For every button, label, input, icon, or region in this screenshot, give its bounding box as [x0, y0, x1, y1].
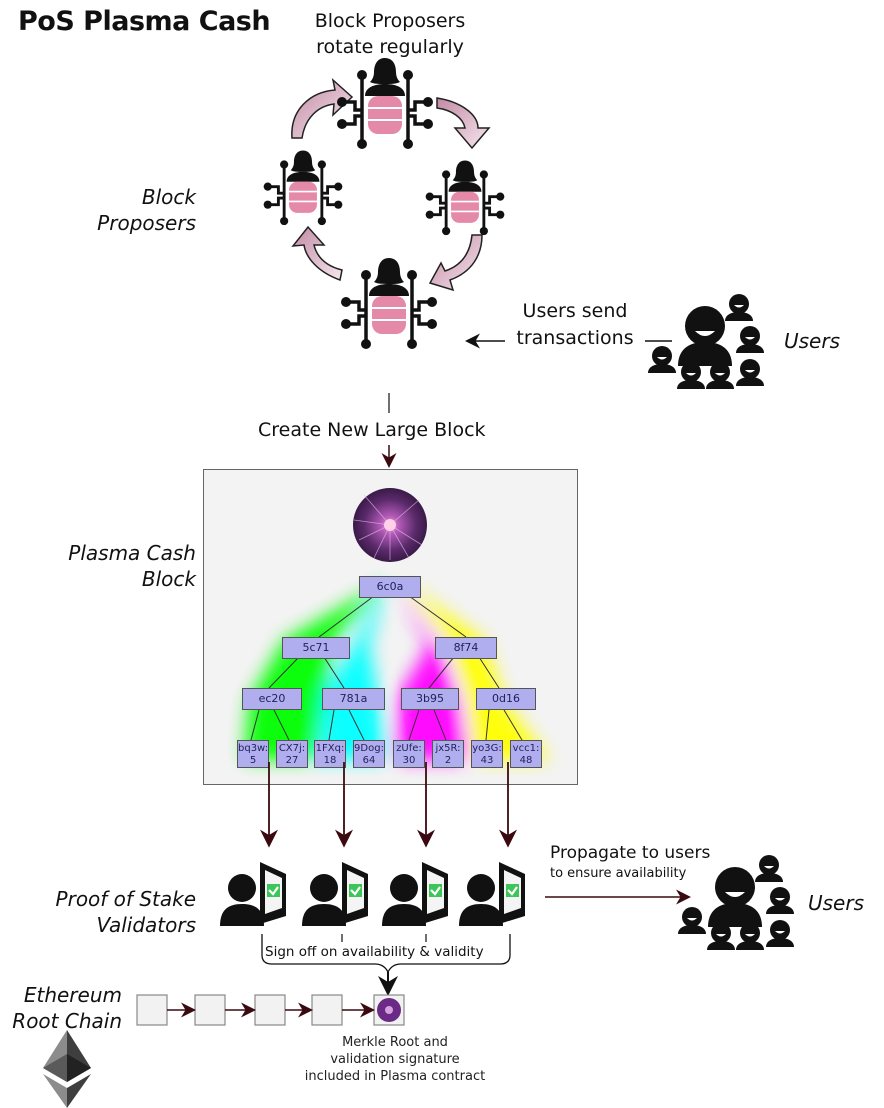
ethereum-root-chain-line2: Root Chain	[12, 1009, 122, 1033]
rotation-arrow-bottom-left	[291, 225, 343, 282]
ethereum-root-chain-label: Ethereum Root Chain	[0, 982, 122, 1034]
leaf-id: vcc1:	[512, 743, 540, 754]
pos-validators-label-line2: Validators	[96, 913, 196, 937]
block-proposer-server-icon	[262, 149, 344, 227]
glow-cyan	[319, 580, 389, 760]
glow-magenta	[394, 580, 469, 760]
tree-node-l1-0: 5c71	[282, 637, 350, 659]
leaf-id: 9Dog:	[354, 743, 384, 754]
tree-leaf: 1FXq:18	[314, 740, 346, 768]
leaf-value: 30	[402, 755, 416, 766]
merkle-root-caption: Merkle Root and validation signature inc…	[270, 1034, 520, 1085]
tree-node-l1-1: 8f74	[435, 637, 497, 659]
leaf-value: 27	[285, 755, 299, 766]
sign-off-brace	[261, 934, 511, 974]
tree-node-l2-3: 0d16	[476, 688, 536, 710]
proposers-heading-line2: rotate regularly	[316, 36, 464, 58]
tree-leaf: zUfe:30	[393, 740, 425, 768]
tree-leaf: vcc1:48	[510, 740, 542, 768]
leaf-id: bq3w:	[238, 743, 269, 754]
plasma-cash-block-label: Plasma Cash Block	[40, 540, 196, 592]
page-title: PoS Plasma Cash	[18, 6, 271, 37]
tree-leaf: yo3G:43	[471, 740, 503, 768]
propagate-label: Propagate to users	[550, 843, 711, 863]
leaf-id: CX7j:	[278, 743, 306, 754]
rotation-arrow-top-right	[436, 97, 491, 150]
leaf-value: 18	[323, 755, 337, 766]
users-group-icon	[678, 855, 794, 950]
ethereum-logo-icon	[43, 1030, 91, 1108]
tree-node-l2-0: ec20	[242, 688, 302, 710]
validator-laptop-check-icon	[300, 860, 370, 928]
plasma-cash-block-panel: 6c0a 5c71 8f74 ec20 781a 3b95 0d16 bq3w:…	[203, 469, 578, 785]
merkle-tree-graphic	[244, 488, 549, 760]
validator-laptop-check-icon	[457, 860, 527, 928]
users-bottom-label: Users	[808, 891, 865, 915]
merkle-caption-line1: Merkle Root and	[342, 1035, 448, 1050]
proposers-heading: Block Proposers rotate regularly	[250, 8, 530, 60]
tree-root-node: 6c0a	[359, 576, 421, 598]
proposers-heading-line1: Block Proposers	[314, 10, 466, 32]
validator-laptop-check-icon	[218, 860, 288, 928]
block-proposers-label-line2: Proposers	[97, 211, 196, 235]
block-proposer-server-icon	[424, 159, 506, 237]
users-send-line2: transactions	[516, 327, 634, 349]
block-proposers-label: Block Proposers	[40, 184, 196, 236]
propagate-sublabel: to ensure availability	[550, 866, 687, 881]
block-proposers-label-line1: Block	[141, 185, 196, 209]
glow-yellow	[399, 580, 549, 760]
leaf-value: 48	[519, 755, 533, 766]
tree-leaf: CX7j:27	[276, 740, 308, 768]
rotation-arrow-bottom-right	[428, 234, 483, 292]
root-chain-block	[254, 994, 286, 1026]
leaf-id: zUfe:	[396, 743, 422, 754]
validator-laptop-check-icon	[380, 860, 450, 928]
root-chain-block	[136, 994, 168, 1026]
leaf-value: 5	[249, 755, 257, 766]
plasma-cash-block-label-line2: Block	[141, 567, 196, 591]
users-top-label: Users	[784, 329, 841, 353]
tree-leaf: bq3w:5	[237, 740, 269, 768]
plasma-cash-block-label-line1: Plasma Cash	[68, 541, 196, 565]
leaf-value: 43	[480, 755, 494, 766]
rotation-arrow-top-left	[291, 77, 354, 139]
merkle-caption-line3: included in Plasma contract	[304, 1069, 486, 1084]
glow-green	[244, 580, 389, 760]
users-send-transactions-label: Users send transactions	[505, 298, 645, 352]
root-chain-block	[311, 994, 343, 1026]
leaf-id: 1FXq:	[315, 743, 345, 754]
pos-validators-label-line1: Proof of Stake	[55, 887, 196, 911]
tree-node-l2-1: 781a	[322, 688, 385, 710]
merkle-caption-line2: validation signature	[330, 1052, 460, 1067]
leaf-id: yo3G:	[472, 743, 502, 754]
users-send-line1: Users send	[522, 300, 628, 322]
leaf-value: 64	[362, 755, 376, 766]
tree-node-l2-2: 3b95	[401, 688, 459, 710]
create-block-label: Create New Large Block	[258, 419, 486, 441]
leaf-value: 2	[444, 755, 452, 766]
root-chain-block	[194, 994, 226, 1026]
tree-leaf: jx5R:2	[432, 740, 464, 768]
block-proposer-server-icon	[335, 56, 435, 151]
sign-off-label: Sign off on availability & validity	[265, 944, 484, 960]
leaf-id: jx5R:	[435, 743, 461, 754]
pos-validators-label: Proof of Stake Validators	[20, 886, 196, 938]
block-proposer-server-icon	[339, 256, 439, 351]
leaf-to-validator-arrows	[260, 762, 517, 848]
tree-leaf: 9Dog:64	[353, 740, 385, 768]
ethereum-root-chain-line1: Ethereum	[23, 983, 122, 1007]
tree-edges	[250, 595, 523, 741]
